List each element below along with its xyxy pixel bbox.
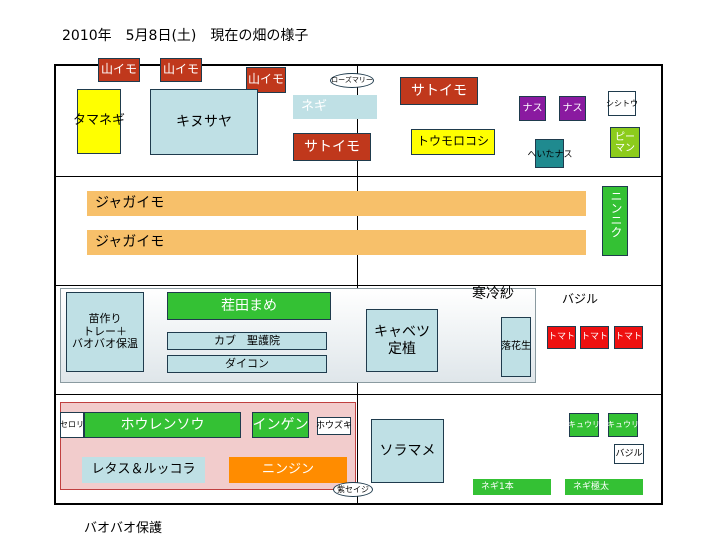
plot-retasu: レタス＆ルッコラ	[82, 457, 205, 483]
plot-tomorokoshi: トウモロコシ	[411, 129, 495, 155]
plot-shishito: シシトウ	[606, 91, 638, 116]
plot-ninniku-label: ニンニク	[609, 190, 623, 238]
plot-ingen: インゲン	[252, 412, 309, 438]
plot-negi: ネギ	[293, 95, 377, 119]
plot-ninniku: ニンニク	[602, 186, 628, 256]
plot-kyuri-2: キュウリ	[607, 413, 639, 437]
plot-yamaimo-1: 山イモ	[98, 58, 140, 82]
label-basil: バジル	[561, 292, 598, 307]
plot-satoimo-1: サトイモ	[400, 77, 478, 105]
plot-houzuki: ホウズキ	[316, 417, 352, 435]
plot-kabu: カブ 聖護院	[167, 332, 327, 350]
garden-frame	[54, 64, 663, 505]
plot-heta-nasu	[535, 139, 564, 168]
plot-yamaimo-2: 山イモ	[160, 58, 202, 82]
row-divider-2	[55, 285, 662, 286]
row-divider-3	[55, 394, 662, 395]
plot-daikon: ダイコン	[167, 355, 327, 373]
plot-tomato-3: トマト	[614, 326, 643, 349]
plot-piman-label: ピーマン	[615, 131, 635, 154]
page-title: 2010年 5月8日(土) 現在の畑の様子	[62, 28, 309, 44]
plot-kinusaya: キヌサヤ	[150, 89, 258, 155]
plot-serori: セロリ	[60, 412, 84, 438]
plot-tomato-2: トマト	[580, 326, 609, 349]
plot-negi-gokubuto: ネギ極太	[565, 479, 643, 495]
row-divider-1	[55, 176, 662, 177]
footer-label: バオバオ保護	[84, 521, 163, 536]
plot-tomato-1: トマト	[547, 326, 576, 349]
plot-murasaki-seiji: 紫セイジ	[333, 482, 373, 497]
plot-negi-1pon: ネギ1本	[473, 479, 551, 495]
plot-heta-nasu-label: へいたナス	[527, 149, 573, 160]
plot-rosemary: ローズマリー	[330, 73, 374, 88]
plot-piman: ピーマン	[610, 127, 640, 158]
plot-nasu-1: ナス	[519, 96, 546, 121]
center-divider	[357, 65, 358, 504]
plot-soramame: ソラマメ	[371, 419, 444, 483]
label-kanreisha: 寒冷紗	[472, 285, 514, 302]
plot-jagaimo-2: ジャガイモ	[87, 230, 586, 255]
plot-tamanegi: タマネギ	[73, 89, 125, 154]
plot-chadamame: 茬田まめ	[167, 292, 331, 320]
plot-horenso: ホウレンソウ	[84, 412, 241, 438]
plot-basil-small: バジル	[614, 444, 644, 464]
plot-kyuri-1: キュウリ	[568, 413, 600, 437]
plot-cabbage: キャベツ 定植	[366, 309, 438, 372]
plot-satoimo-2: サトイモ	[293, 133, 371, 161]
plot-rakkasei: 落花生	[501, 317, 531, 377]
plot-yamaimo-3: 山イモ	[246, 67, 286, 93]
plot-nasu-2: ナス	[559, 96, 586, 121]
plot-jagaimo-1: ジャガイモ	[87, 191, 586, 216]
plot-naezukuri: 苗作り トレー＋ バオバオ保温	[66, 292, 144, 372]
plot-ninjin: ニンジン	[229, 457, 347, 483]
